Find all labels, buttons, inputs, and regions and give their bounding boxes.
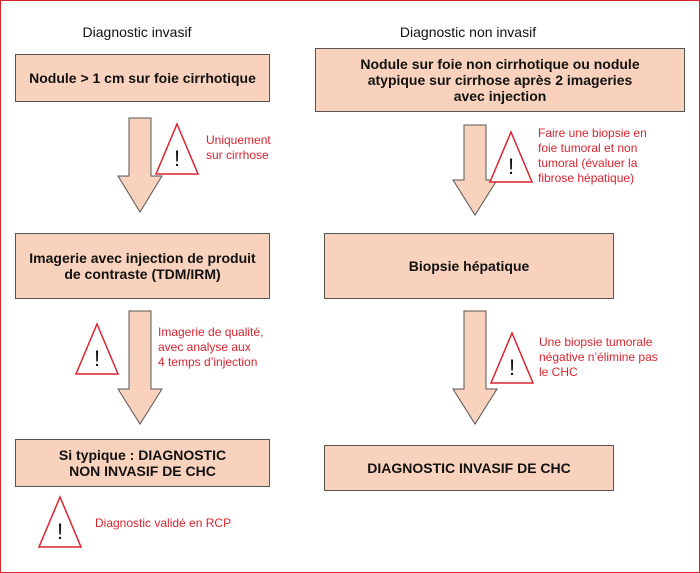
left-note-quality-imaging: Imagerie de qualité, avec analyse aux 4 … — [158, 325, 264, 369]
warning-icon: ! — [37, 495, 83, 548]
left-box-nodule-cirrhotic: Nodule > 1 cm sur foie cirrhotique — [15, 54, 270, 102]
right-box-liver-biopsy-label: Biopsie hépatique — [408, 258, 530, 274]
right-note-negative-biopsy: Une biopsie tumorale négative n’élimine … — [539, 335, 658, 379]
warning-icon: ! — [489, 331, 535, 384]
right-box-nodule-noncirrhotic-label: Nodule sur foie non cirrhotique ou nodul… — [360, 56, 640, 104]
left-box-nodule-cirrhotic-label: Nodule > 1 cm sur foie cirrhotique — [29, 70, 256, 86]
right-note-biopsy-tumoral: Faire une biopsie en foie tumoral et non… — [538, 126, 647, 185]
warning-symbol: ! — [94, 346, 100, 371]
left-arrow-2 — [117, 310, 163, 425]
right-box-invasive-diagnosis-label: DIAGNOSTIC INVASIF DE CHC — [367, 460, 571, 476]
warning-symbol: ! — [57, 519, 63, 544]
warning-symbol: ! — [508, 154, 514, 179]
warning-icon: ! — [488, 130, 534, 183]
left-note-rcp-validation: Diagnostic validé en RCP — [95, 516, 232, 530]
left-box-imaging-contrast: Imagerie avec injection de produit de co… — [15, 233, 270, 299]
left-note-cirrhosis-only: Uniquement sur cirrhose — [206, 133, 271, 162]
warning-icon: ! — [74, 322, 120, 375]
left-arrow-1 — [117, 117, 163, 213]
warning-symbol: ! — [174, 146, 180, 171]
left-box-noninvasive-diagnosis-label: Si typique : DIAGNOSTIC NON INVASIF DE C… — [58, 447, 227, 479]
left-box-imaging-contrast-label: Imagerie avec injection de produit de co… — [29, 250, 256, 282]
right-arrow-2 — [452, 310, 498, 425]
right-box-nodule-noncirrhotic: Nodule sur foie non cirrhotique ou nodul… — [315, 48, 685, 112]
right-box-invasive-diagnosis: DIAGNOSTIC INVASIF DE CHC — [324, 445, 614, 491]
warning-icon: ! — [154, 122, 200, 175]
right-column-title: Diagnostic non invasif — [399, 24, 537, 40]
right-arrow-1 — [452, 124, 498, 216]
warning-symbol: ! — [509, 355, 515, 380]
left-box-noninvasive-diagnosis: Si typique : DIAGNOSTIC NON INVASIF DE C… — [15, 439, 270, 487]
left-column-title: Diagnostic invasif — [82, 24, 192, 40]
right-box-liver-biopsy: Biopsie hépatique — [324, 233, 614, 299]
